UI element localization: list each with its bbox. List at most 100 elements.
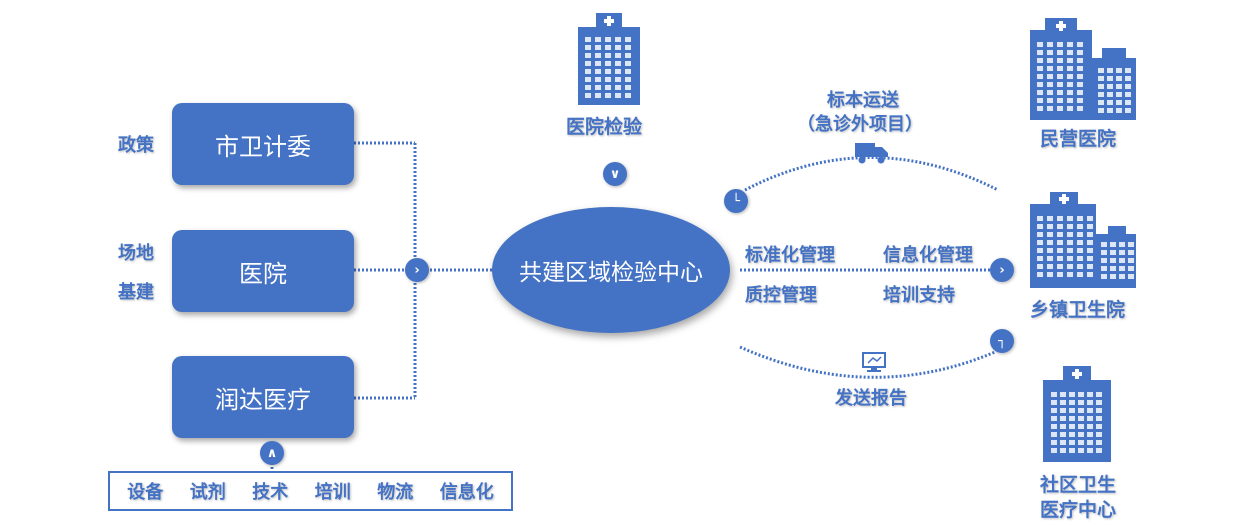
building-window <box>1107 84 1113 89</box>
building-window <box>1037 256 1043 261</box>
building-window <box>1078 440 1084 445</box>
building-window <box>585 45 591 50</box>
building-window <box>1107 68 1113 73</box>
building-window <box>625 69 631 74</box>
building-window <box>1119 266 1125 271</box>
building-window <box>1096 448 1102 453</box>
township-hospital-building-icon <box>1030 192 1136 288</box>
building-window <box>1087 392 1093 397</box>
building-window <box>1047 98 1053 103</box>
building-window <box>1116 68 1122 73</box>
building-window <box>1098 92 1104 97</box>
building-window <box>585 77 591 82</box>
building-window <box>1060 432 1066 437</box>
building-window <box>1077 224 1083 229</box>
building-window <box>1087 432 1093 437</box>
building-window <box>1047 216 1053 221</box>
center-label: 共建区域检验中心 <box>519 260 703 286</box>
building-window <box>585 85 591 90</box>
building-window <box>625 77 631 82</box>
truck-icon <box>855 143 888 164</box>
building-window <box>1047 50 1053 55</box>
building-window <box>1067 58 1073 63</box>
building-window <box>595 85 601 90</box>
building-window <box>1037 106 1043 111</box>
box-municipal-health-commission: 市卫计委 <box>172 103 354 185</box>
building-window <box>1077 82 1083 87</box>
building-window <box>625 53 631 58</box>
resources-bar: 设备 试剂 技术 培训 物流 信息化 <box>108 471 513 511</box>
building-window <box>1107 108 1113 113</box>
building-window <box>605 53 611 58</box>
building-window <box>1047 264 1053 269</box>
community-center-label-line2: 医疗中心 <box>1040 499 1117 521</box>
building-window <box>1067 50 1073 55</box>
transport-sub-label: （急诊外项目） <box>797 114 923 135</box>
building-window <box>1087 240 1093 245</box>
building-window <box>1096 408 1102 413</box>
building-window <box>1098 76 1104 81</box>
building-window <box>1096 424 1102 429</box>
building-window <box>1057 264 1063 269</box>
building-window <box>1078 408 1084 413</box>
building-window <box>1096 432 1102 437</box>
building-window <box>1067 106 1073 111</box>
building-window <box>615 69 621 74</box>
resource-item: 培训 <box>314 482 351 503</box>
building-window <box>615 37 621 42</box>
building-window <box>1060 392 1066 397</box>
building-window <box>1087 224 1093 229</box>
township-hospital-label: 乡镇卫生院 <box>1030 299 1126 321</box>
building-window <box>1087 440 1093 445</box>
hospital-building-icon <box>578 13 640 105</box>
building-window <box>1128 242 1134 247</box>
private-hospital-label: 民营医院 <box>1040 128 1117 150</box>
resource-item: 物流 <box>377 482 414 503</box>
resource-item: 设备 <box>127 482 164 503</box>
building-window <box>1057 50 1063 55</box>
building-window <box>1051 448 1057 453</box>
box-runda-medical: 润达医疗 <box>172 356 354 438</box>
building-window <box>1078 416 1084 421</box>
building-window <box>1060 440 1066 445</box>
building-window <box>1077 42 1083 47</box>
chevron-down-icon: ∨ <box>603 162 627 186</box>
building-window <box>1119 242 1125 247</box>
building-window <box>1125 68 1131 73</box>
building-window <box>1047 272 1053 277</box>
building-window <box>1087 424 1093 429</box>
building-window <box>595 93 601 98</box>
building-window <box>615 61 621 66</box>
arrow-corner-icon: ┐ <box>990 329 1014 353</box>
building-window <box>1107 100 1113 105</box>
building-window <box>1057 224 1063 229</box>
building-window <box>585 37 591 42</box>
building-window <box>1078 392 1084 397</box>
building-window <box>1119 258 1125 263</box>
building-window <box>1110 266 1116 271</box>
building-window <box>1078 448 1084 453</box>
building-window <box>1067 98 1073 103</box>
building-window <box>1067 248 1073 253</box>
building-window <box>1101 266 1107 271</box>
building-window <box>1067 82 1073 87</box>
building-window <box>1077 272 1083 277</box>
service-training-support: 培训支持 <box>883 285 955 306</box>
building-window <box>1096 440 1102 445</box>
building-window <box>1047 58 1053 63</box>
box-hospital: 医院 <box>172 230 354 312</box>
side-label-infrastructure: 基建 <box>118 282 154 303</box>
box-label: 医院 <box>239 259 287 288</box>
building-window <box>1069 408 1075 413</box>
building-window <box>1125 92 1131 97</box>
building-window <box>1067 66 1073 71</box>
building-window <box>1067 42 1073 47</box>
building-window <box>595 45 601 50</box>
building-window <box>1060 400 1066 405</box>
building-window <box>1067 90 1073 95</box>
building-window <box>1057 106 1063 111</box>
building-window <box>1116 76 1122 81</box>
resource-item: 信息化 <box>439 482 494 503</box>
building-window <box>1110 250 1116 255</box>
